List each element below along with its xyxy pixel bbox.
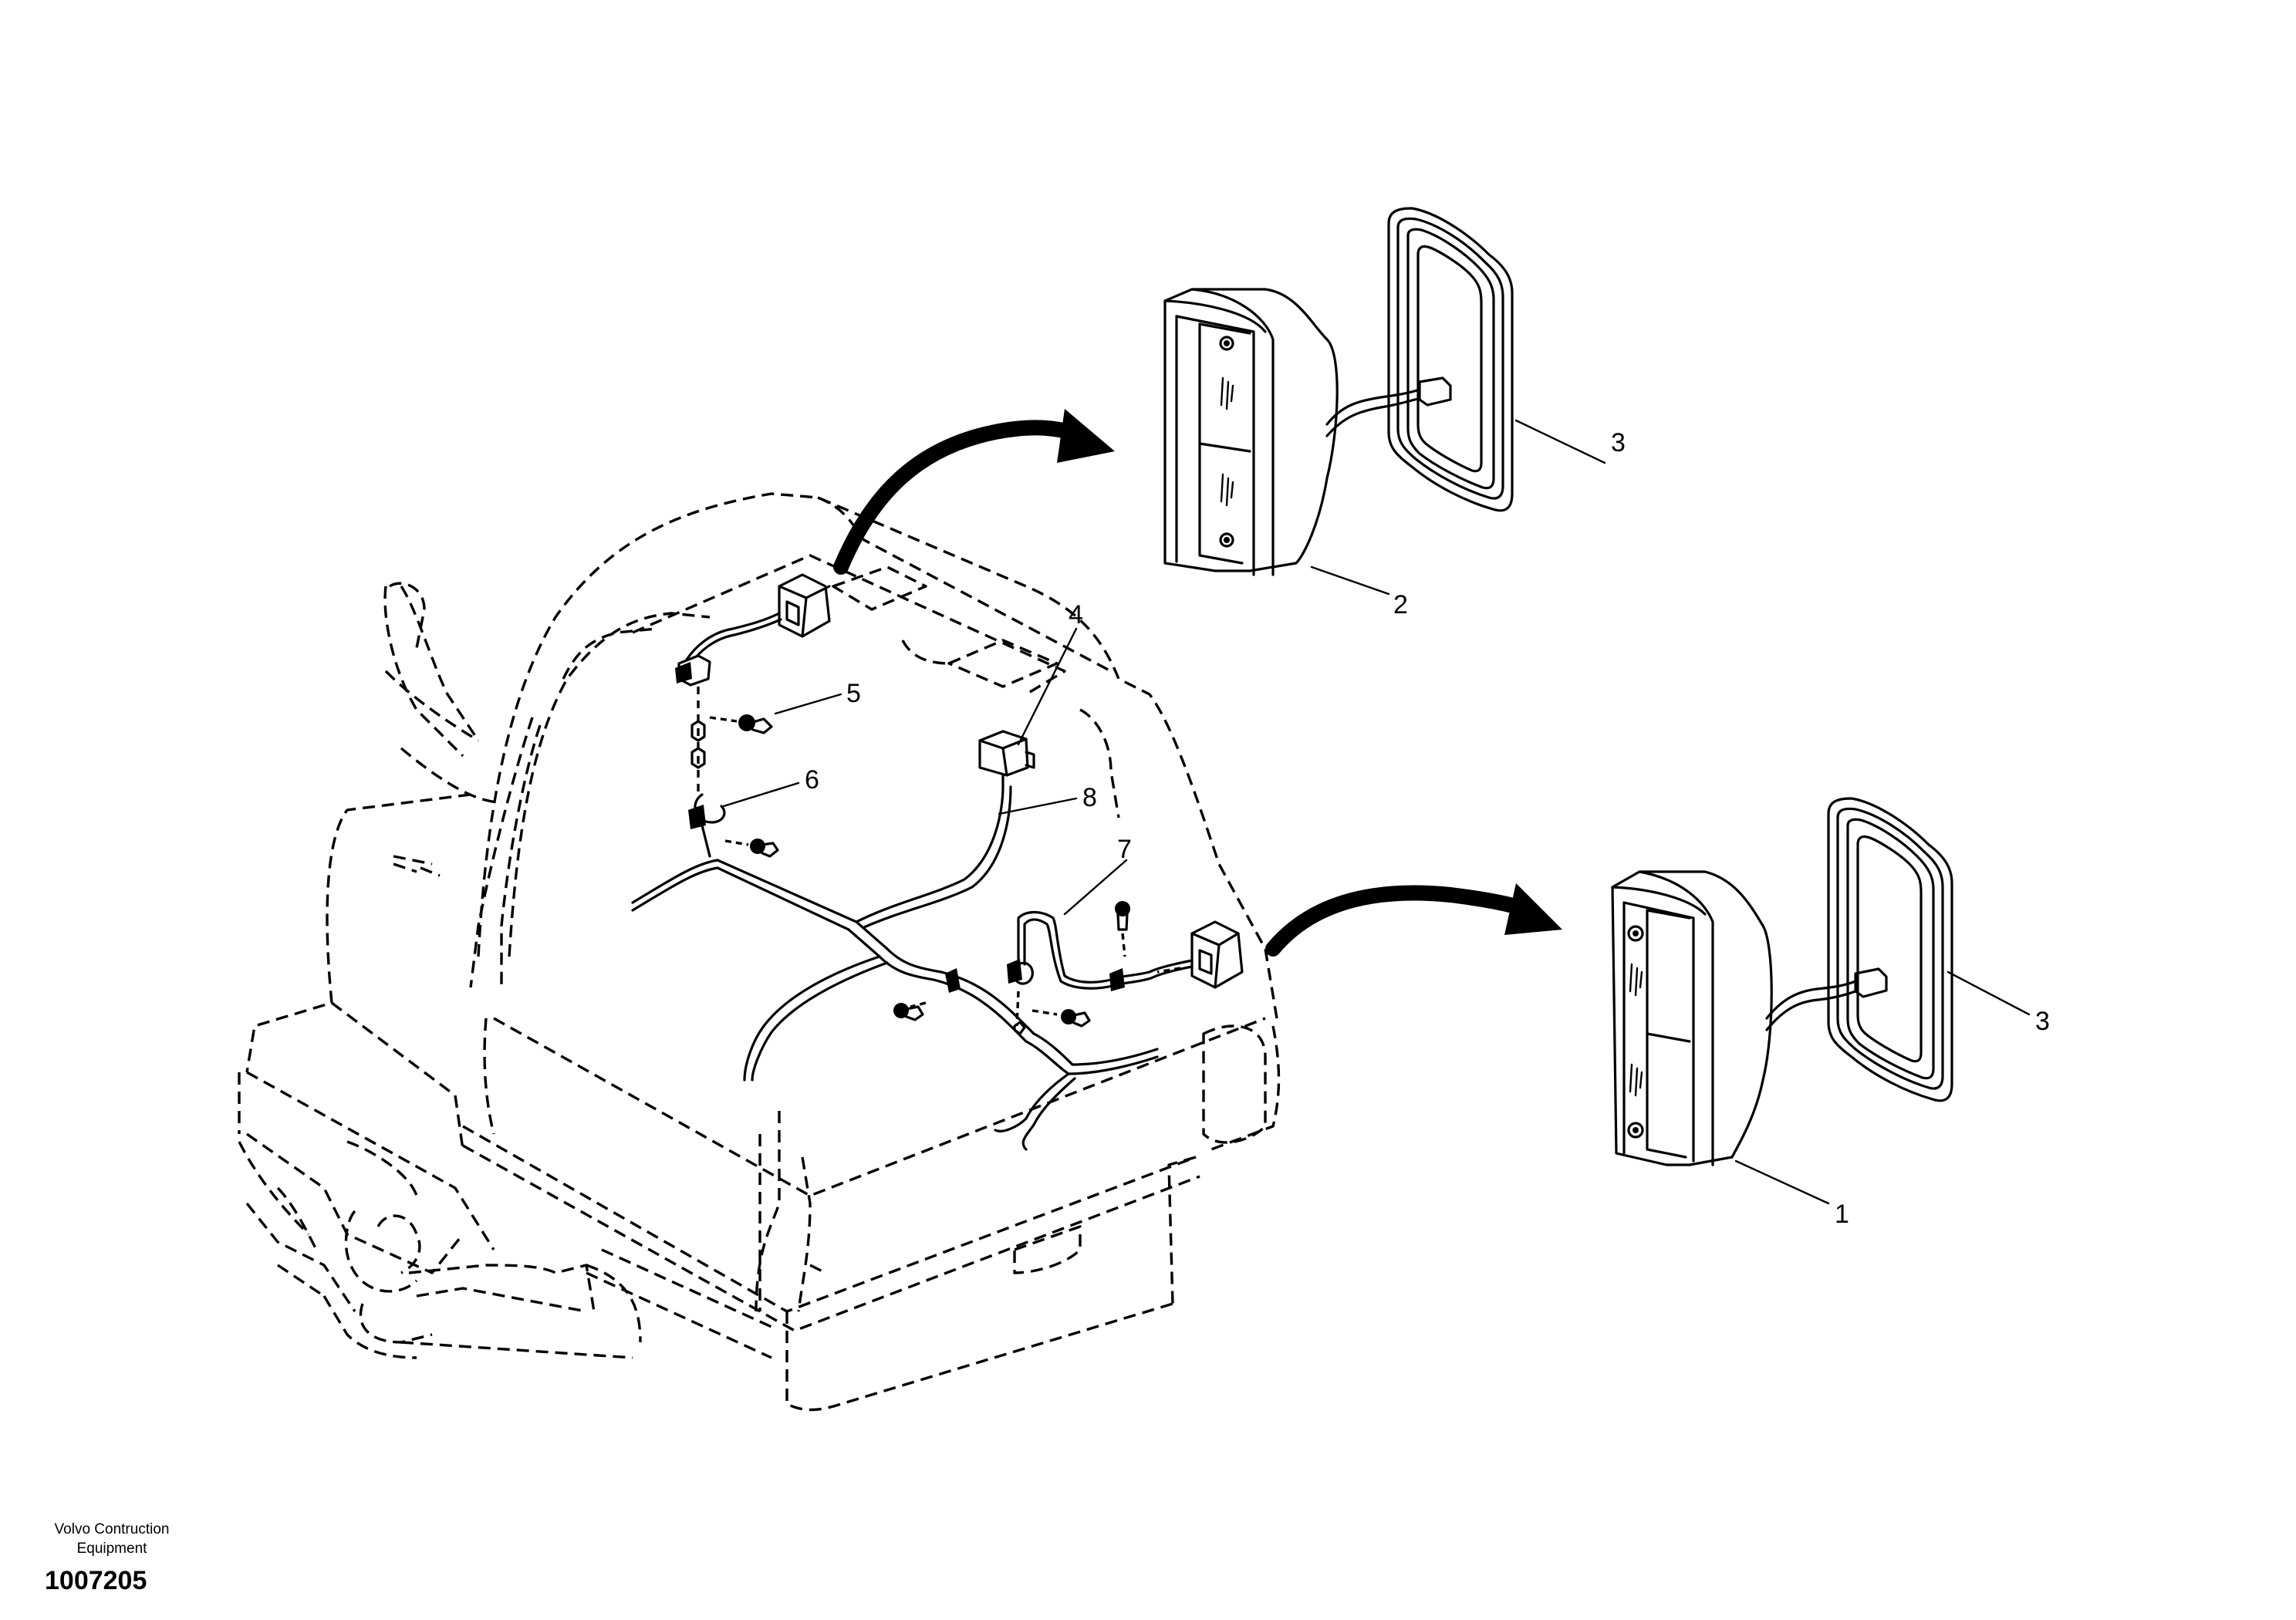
work-lamp-2-detail (1163, 288, 1452, 576)
callout-8: 8 (1082, 783, 1097, 812)
callout-1: 1 (1835, 1200, 1849, 1229)
gasket-3-upper (1387, 207, 1514, 512)
callout-4: 4 (1069, 600, 1083, 629)
callout-2: 2 (1393, 590, 1408, 619)
detail-arrows (833, 409, 1562, 957)
callout-numbers: 1 2 3 3 4 5 6 7 8 (805, 428, 2050, 1229)
callout-6: 6 (805, 765, 819, 795)
work-lamp-1-detail (1611, 870, 1888, 1166)
company-line-1: Volvo Contruction (54, 1521, 170, 1537)
drawing-number: 1007205 (45, 1566, 147, 1595)
callout-5: 5 (846, 679, 861, 708)
company-line-2: Equipment (76, 1541, 147, 1557)
callout-3-lower: 3 (2035, 1007, 2050, 1036)
lower-harness-parts (893, 901, 1244, 1035)
company-name: Volvo Contruction Equipment (46, 1520, 177, 1558)
upper-harness-parts (675, 573, 1035, 858)
leader-lines (722, 419, 2031, 1205)
callout-3-upper: 3 (1611, 428, 1626, 457)
machine-phantom-outline (238, 492, 1281, 1412)
gasket-3-lower (1827, 797, 1953, 1102)
wiring-harness (631, 758, 1159, 1151)
callout-7: 7 (1117, 835, 1132, 864)
